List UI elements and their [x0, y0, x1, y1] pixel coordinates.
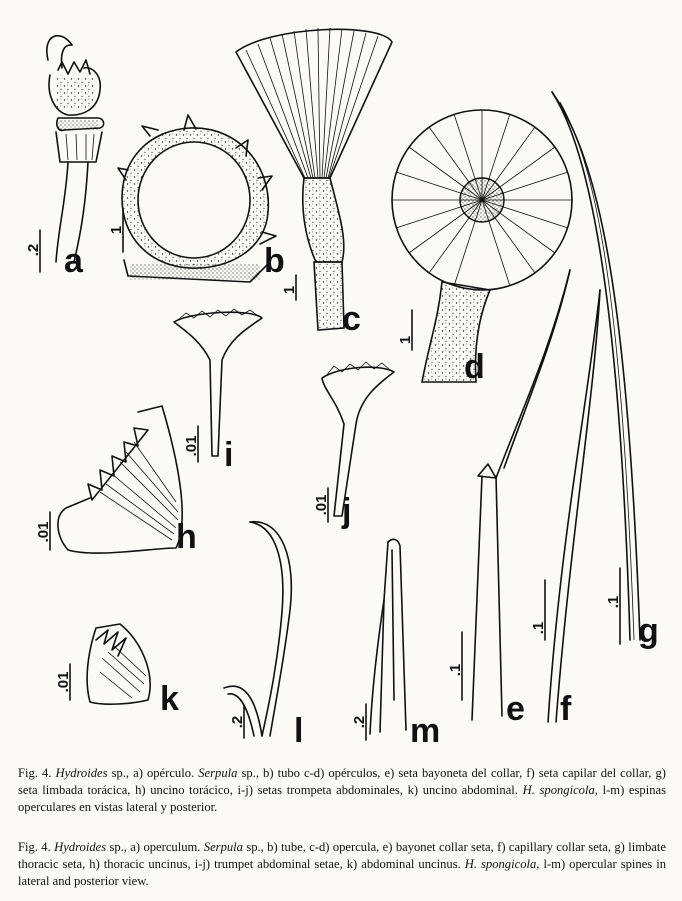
drawing-h-thoracic-uncinus — [57, 405, 183, 554]
caption-es-taxon-1: Hydroides — [55, 766, 108, 780]
scale-bars — [39, 209, 621, 741]
drawing-j-trumpet-seta — [321, 361, 395, 517]
scale-labels: .2 1 1 1 .1 .1 .1 .01 .01 .01 .01 .2 .2 — [25, 226, 622, 728]
panel-letter-e: e — [506, 690, 525, 728]
drawing-e-bayonet-seta — [471, 269, 571, 721]
scale-label-e: .1 — [447, 664, 464, 677]
panel-letter-g: g — [638, 612, 659, 650]
drawing-f-capillary-seta — [547, 289, 601, 723]
caption-en-taxon-2: Serpula — [203, 840, 243, 854]
caption-es-text-2: sp., b) tubo c-d) opérculos, e) seta bay… — [18, 766, 666, 797]
drawing-l-opercular-spine — [223, 521, 293, 737]
panel-letter-c: c — [342, 300, 361, 338]
caption-es-text-1: sp., a) opérculo. — [107, 766, 199, 780]
scale-label-m: .2 — [351, 716, 368, 729]
caption-en-taxon-3: H. spongicola — [464, 857, 537, 871]
scale-label-l: .2 — [229, 716, 246, 729]
caption-english: Fig. 4. Hydroides sp., a) operculum. Ser… — [18, 839, 666, 890]
caption-en-text-2: sp., b) tube, c-d) opercula, e) bayonet … — [18, 840, 666, 871]
scale-label-i: .01 — [183, 436, 200, 457]
drawing-m-opercular-spine — [369, 538, 407, 735]
panel-letters: a b c d e f g h i j k l m — [64, 242, 659, 750]
panel-letter-j: j — [341, 492, 351, 530]
panel-letter-m: m — [410, 712, 440, 750]
drawing-i-trumpet-seta — [173, 308, 263, 457]
drawing-k-abdominal-uncinus — [86, 623, 151, 705]
panel-letter-h: h — [176, 518, 197, 556]
panel-letter-f: f — [560, 690, 572, 728]
figure-plate: .2 1 1 1 .1 .1 .1 .01 .01 .01 .01 .2 .2 … — [25, 27, 659, 750]
scale-label-h: .01 — [35, 522, 52, 543]
scale-label-g: .1 — [605, 596, 622, 609]
caption-en-text-3: , l-m) opercular spines in lateral and p… — [18, 857, 666, 888]
caption-en-text-1: sp., a) operculum. — [106, 840, 204, 854]
caption-es-taxon-3: H. spongicola — [522, 783, 595, 797]
caption-en-fig: Fig. 4. — [18, 840, 51, 854]
panel-letter-i: i — [224, 436, 233, 474]
panel-letter-k: k — [160, 680, 179, 718]
panel-letter-b: b — [264, 242, 285, 280]
drawing-d-operculum — [391, 109, 573, 383]
scale-label-b: 1 — [108, 226, 125, 234]
scale-label-j: .01 — [313, 495, 330, 516]
caption-es-text-3: , l-m) espinas operculares en vistas lat… — [18, 783, 666, 814]
panel-letter-a: a — [64, 242, 84, 280]
scale-label-c: 1 — [281, 286, 298, 294]
caption-spanish: Fig. 4. Hydroides sp., a) opérculo. Serp… — [18, 765, 666, 816]
drawing-g-limbate-seta — [551, 91, 641, 641]
panel-letter-d: d — [464, 348, 485, 386]
scale-label-k: .01 — [55, 672, 72, 693]
caption-es-fig: Fig. 4. — [18, 766, 52, 780]
panel-letter-l: l — [294, 712, 303, 750]
drawing-c-operculum — [235, 27, 393, 331]
drawing-a-operculum — [46, 34, 105, 263]
scale-label-a: .2 — [25, 244, 42, 257]
caption-es-taxon-2: Serpula — [198, 766, 238, 780]
scale-label-d: 1 — [397, 336, 414, 344]
drawing-b-tube — [117, 114, 277, 283]
scale-label-f: .1 — [530, 622, 547, 635]
caption-en-taxon-1: Hydroides — [54, 840, 107, 854]
